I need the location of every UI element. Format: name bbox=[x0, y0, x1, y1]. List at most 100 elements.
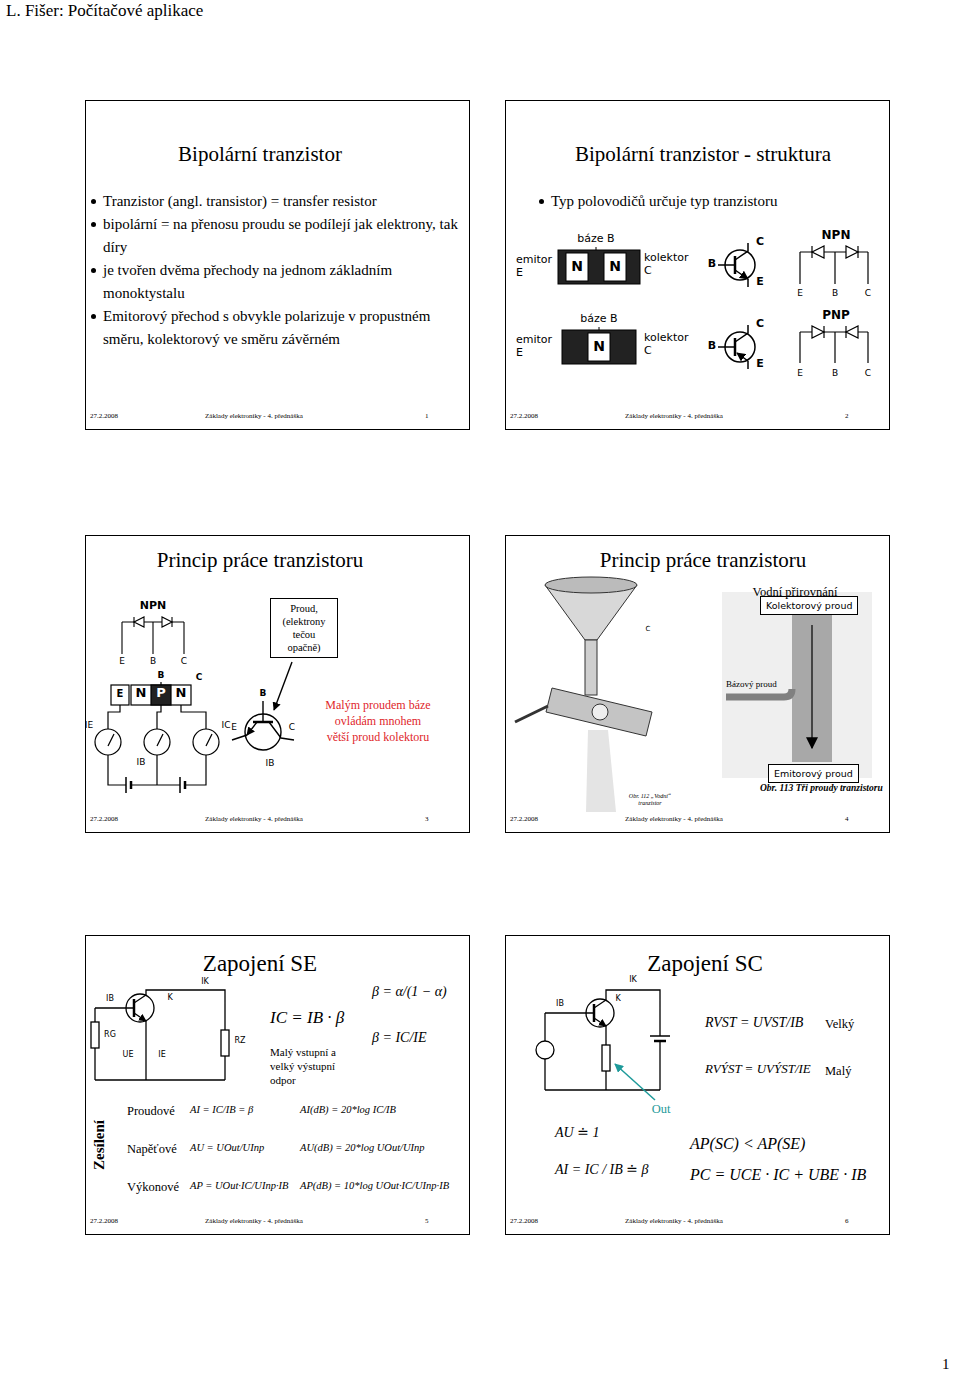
text-label: Napěťové bbox=[127, 1142, 177, 1156]
measurement-circuit-part bbox=[193, 729, 219, 755]
slide-frame: Bipolární tranzistor - strukturaTyp polo… bbox=[505, 100, 890, 430]
terminal-label: IK bbox=[629, 975, 637, 984]
slide-footer: 27.2.2008 bbox=[510, 412, 538, 420]
slide-footer: 27.2.2008 bbox=[90, 412, 118, 420]
water-transistor-part bbox=[592, 704, 608, 720]
transistor-current-symbol bbox=[232, 662, 294, 750]
text-label: Velký bbox=[825, 1017, 854, 1031]
vertical-heading: Zesílení bbox=[91, 1120, 108, 1170]
pnp-symbol-part bbox=[718, 346, 735, 348]
text-label: Malý bbox=[825, 1064, 851, 1078]
formula: β = IC/IE bbox=[372, 1030, 427, 1046]
terminal-label: IB bbox=[106, 994, 114, 1003]
terminal-label: E bbox=[756, 276, 764, 289]
box-label: Proud, (elektrony tečou opačně) bbox=[276, 602, 332, 654]
common-emitter-circuit bbox=[91, 990, 229, 1080]
npn-diode-model bbox=[800, 246, 868, 284]
terminal-label: IE bbox=[85, 720, 93, 730]
pnp-structure-part bbox=[588, 333, 610, 361]
terminal-label: báze B bbox=[577, 233, 614, 246]
bullet-text: je tvořen dvěma přechody na jednom zákla… bbox=[103, 259, 458, 305]
terminal-label: IE bbox=[158, 1050, 165, 1059]
terminal-label: C bbox=[196, 672, 203, 682]
slide-footer: 27.2.2008 bbox=[510, 815, 538, 823]
common-emitter-circuit-part bbox=[94, 1048, 95, 1080]
transistor-currents-figure-part bbox=[722, 592, 872, 778]
pnp-diode-model-part bbox=[846, 326, 858, 338]
slide-frame: Bipolární tranzistorTranzistor (angl. tr… bbox=[85, 100, 470, 430]
terminal-label: IB bbox=[137, 757, 146, 767]
npn-diode-model-part bbox=[799, 252, 800, 284]
terminal-label: NPN bbox=[822, 229, 851, 243]
measurement-circuit-part bbox=[131, 685, 191, 705]
bullet-text: Typ polovodičů určuje typ tranzistoru bbox=[551, 190, 881, 213]
npn-diode-model-part bbox=[857, 246, 858, 258]
npn-symbol-part bbox=[735, 243, 748, 260]
common-collector-circuit-part bbox=[650, 1035, 670, 1037]
figure-caption: Obr. 112 „Vodní“ tranzistor bbox=[625, 793, 675, 807]
formula: AU(dB) = 20*log UOut/UInp bbox=[300, 1142, 425, 1154]
measurement-circuit-part bbox=[131, 784, 180, 785]
measurement-circuit-part bbox=[108, 755, 126, 785]
npn-symbol-part bbox=[718, 264, 735, 266]
common-collector-circuit-part bbox=[544, 1059, 545, 1090]
formula: AU ≐ 1 bbox=[555, 1125, 599, 1141]
terminal-label: N bbox=[571, 258, 583, 274]
transistor-currents-figure bbox=[722, 592, 872, 778]
npn-diode-model-part bbox=[811, 246, 812, 258]
terminal-label: E bbox=[797, 288, 803, 298]
terminal-label: N bbox=[136, 686, 147, 701]
measurement-circuit-part bbox=[157, 705, 161, 729]
slide-text: Malý vstupní a velký výstupní odpor bbox=[270, 1045, 352, 1087]
output-callout: Out bbox=[652, 1102, 671, 1116]
measurement-circuit-part bbox=[144, 729, 170, 755]
measurement-circuit bbox=[95, 682, 219, 793]
terminal-label: B bbox=[832, 368, 838, 378]
npn-diode-model-part bbox=[134, 617, 144, 627]
slide-footer: 27.2.2008 bbox=[90, 815, 118, 823]
terminal-label: RZ bbox=[234, 1036, 245, 1045]
slide-title: Bipolární tranzistor bbox=[75, 142, 445, 167]
pnp-symbol bbox=[718, 325, 755, 369]
bullet-dot bbox=[91, 268, 96, 273]
common-emitter-circuit-part bbox=[224, 1056, 225, 1080]
pnp-structure-part bbox=[562, 330, 636, 364]
slide-frame: Proud, (elektrony tečou opačně)Princip p… bbox=[85, 535, 470, 833]
npn-symbol-part bbox=[747, 279, 749, 287]
terminal-label: E bbox=[117, 688, 124, 700]
bullet-dot bbox=[91, 314, 96, 319]
formula: AP = UOut·IC/UInp·IB bbox=[190, 1180, 288, 1192]
terminal-label: B bbox=[150, 656, 156, 666]
common-collector-circuit-part bbox=[594, 990, 660, 1036]
slide-footer: 2 bbox=[845, 412, 849, 420]
common-collector-circuit-part bbox=[605, 1026, 606, 1045]
pnp-diode-model-part bbox=[845, 326, 846, 338]
water-transistor-part bbox=[586, 730, 616, 812]
figure-caption: Obr. 113 Tři proudy tranzistoru bbox=[760, 783, 883, 794]
common-collector-circuit-part bbox=[536, 1041, 554, 1059]
terminal-label: báze B bbox=[580, 313, 617, 326]
label-box: Emitorový proud bbox=[768, 764, 859, 783]
formula: β = α/(1 − α) bbox=[372, 984, 447, 1000]
terminal-label: N bbox=[593, 338, 605, 354]
measurement-circuit-part bbox=[206, 734, 212, 746]
npn-diode-model bbox=[122, 617, 184, 654]
terminal-label: kolektor C bbox=[644, 332, 696, 357]
terminal-label: P bbox=[156, 686, 166, 701]
measurement-circuit-part bbox=[156, 755, 157, 785]
formula: AI = IC/IB = β bbox=[190, 1104, 253, 1116]
npn-structure-part bbox=[596, 247, 597, 250]
terminal-label: E bbox=[119, 656, 125, 666]
pnp-diode-model-part bbox=[799, 332, 800, 363]
measurement-circuit-part bbox=[95, 729, 121, 755]
water-transistor-part bbox=[546, 688, 652, 736]
terminal-label: IB bbox=[266, 758, 275, 768]
common-emitter-circuit-part bbox=[145, 1021, 146, 1080]
slide-footer: 6 bbox=[845, 1217, 849, 1225]
terminal-label: RG bbox=[104, 1030, 116, 1039]
common-collector-circuit bbox=[536, 990, 670, 1100]
npn-structure-part bbox=[558, 250, 640, 284]
slide-footer: 1 bbox=[425, 412, 429, 420]
terminal-label: emitor E bbox=[516, 254, 558, 279]
common-collector-circuit-part bbox=[605, 1071, 606, 1090]
